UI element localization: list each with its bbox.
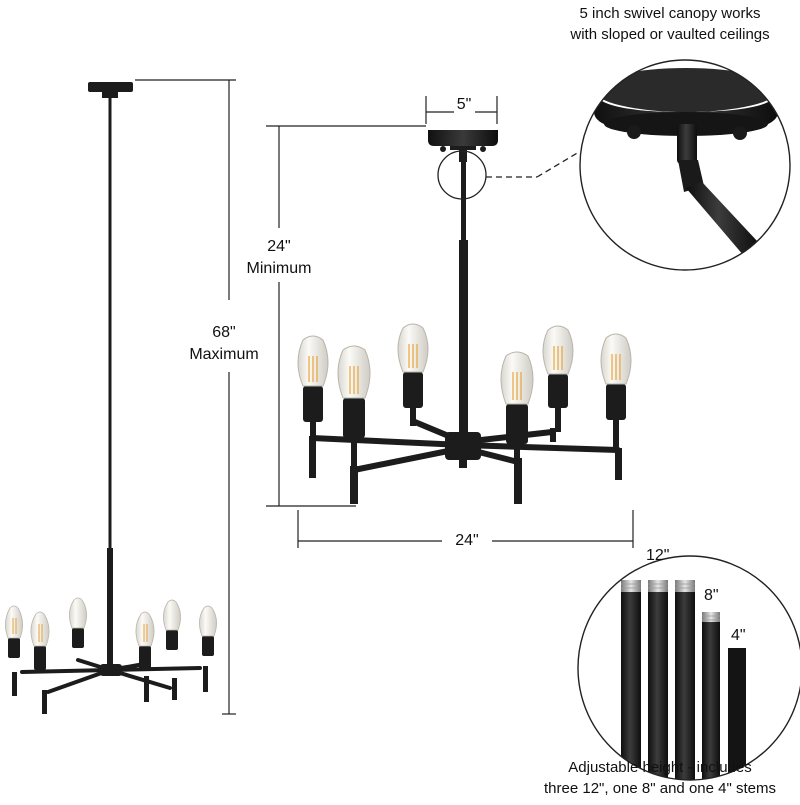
detail-marker (437, 150, 487, 200)
canopy (88, 82, 133, 92)
stem-4-label: 4" (731, 627, 746, 644)
stem-12-a (621, 592, 641, 780)
fixture-width-label: 24" (455, 532, 479, 549)
stems-callout-text: Adjustable height - includes three 12", … (520, 757, 800, 799)
stems-closeup (577, 555, 800, 781)
chandelier-max-height (5, 82, 217, 714)
stem-12-c (675, 592, 695, 780)
max-height-label: 68" Maximum (176, 322, 272, 366)
canopy-callout-line2: with sloped or vaulted ceilings (570, 26, 770, 43)
min-height-label: 24" Minimum (234, 236, 324, 280)
stem-4 (728, 648, 746, 780)
canopy-width-dimension (425, 96, 498, 124)
min-height-word: Minimum (246, 260, 312, 277)
canopy (428, 130, 498, 146)
max-height-word: Maximum (189, 346, 259, 363)
fixture-width-dimension (297, 510, 634, 548)
canopy-width-label: 5" (456, 96, 472, 113)
stem-8-label: 8" (704, 587, 719, 604)
stem-12-label: 12" (646, 547, 670, 564)
min-height-dimension (266, 125, 426, 507)
canopy-closeup (579, 59, 791, 271)
max-height-value: 68" (212, 324, 236, 341)
stem-8 (702, 622, 720, 780)
min-height-value: 24" (267, 238, 291, 255)
stem-12-b (648, 592, 668, 780)
stems-callout-line1: Adjustable height - includes (568, 759, 752, 776)
canopy-callout-text: 5 inch swivel canopy works with sloped o… (540, 3, 800, 45)
stem-rod (461, 162, 466, 240)
chandelier-min-height (297, 130, 632, 504)
max-height-dimension (135, 79, 236, 715)
canopy-callout-line1: 5 inch swivel canopy works (579, 5, 761, 22)
stems-callout-line2: three 12", one 8" and one 4" stems (544, 780, 776, 797)
